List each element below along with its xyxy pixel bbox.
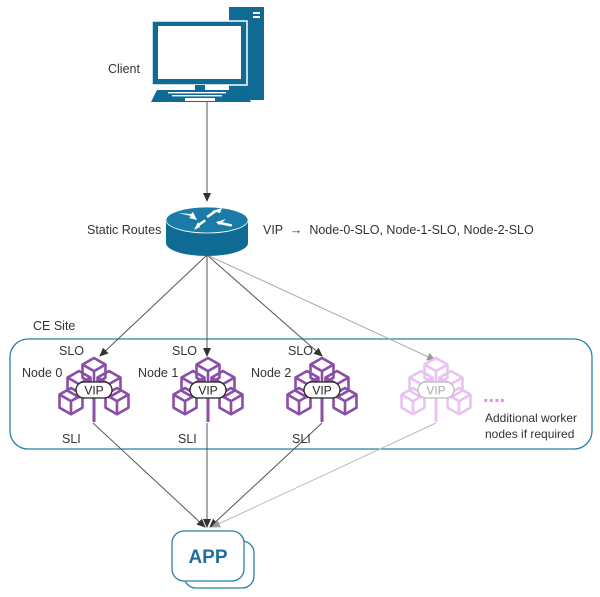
- node2-sli-label: SLI: [292, 432, 311, 446]
- vip-badge: [75, 381, 113, 399]
- app-label: APP: [188, 547, 227, 568]
- node2-slo-label: SLO: [288, 344, 314, 358]
- node0-to-app-edge: [92, 422, 206, 528]
- vip-badge: [189, 381, 227, 399]
- extra-node-to-app-edge: [211, 422, 437, 528]
- node2-name-label: Node 2: [251, 366, 292, 380]
- vip-label: VIP: [312, 384, 331, 398]
- vip-label: VIP: [198, 384, 217, 398]
- node2-to-app-edge: [209, 422, 323, 528]
- more-nodes-dots: ....: [483, 385, 505, 407]
- node0-sli-label: SLI: [62, 432, 81, 446]
- router-label: Static Routes: [87, 223, 162, 237]
- ce-site-label: CE Site: [33, 319, 76, 333]
- additional-nodes-line1: Additional worker: [485, 411, 578, 425]
- vip-label: VIP: [84, 384, 103, 398]
- additional-nodes-line2: nodes if required: [485, 427, 575, 441]
- client-label: Client: [108, 62, 140, 76]
- app-box: [171, 530, 245, 582]
- node1-name-label: Node 1: [138, 366, 179, 380]
- route-rule-text: VIP → Node-0-SLO, Node-1-SLO, Node-2-SLO: [263, 223, 534, 237]
- ce-site-boundary: [9, 338, 593, 450]
- router-to-extra-node-edge: [206, 254, 436, 361]
- node1-sli-label: SLI: [178, 432, 197, 446]
- node1-slo-label: SLO: [172, 344, 198, 358]
- vip-badge: [303, 381, 341, 399]
- vip-label: VIP: [426, 384, 445, 398]
- router-to-node2-edge: [206, 254, 323, 357]
- vip-badge: [417, 381, 455, 399]
- router-to-node0-edge: [99, 254, 208, 357]
- router-icon: [165, 206, 249, 256]
- node0-slo-label: SLO: [59, 344, 85, 358]
- node0-name-label: Node 0: [22, 366, 63, 380]
- desktop-computer-icon: [151, 7, 264, 102]
